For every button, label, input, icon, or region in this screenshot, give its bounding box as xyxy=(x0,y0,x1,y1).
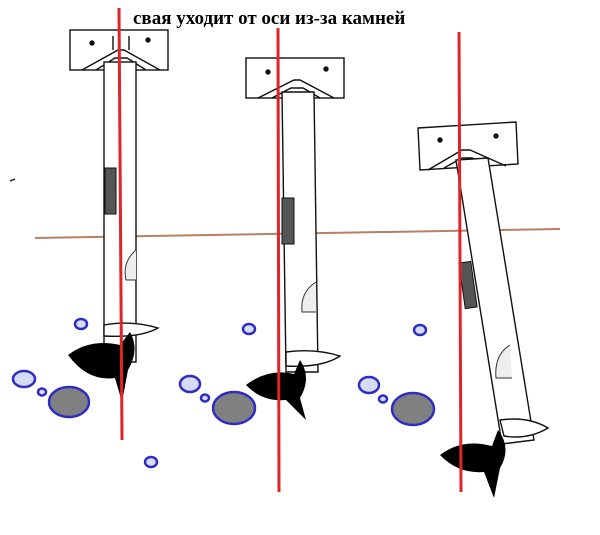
pile-2-inspection-window xyxy=(281,197,295,245)
axis-line-3 xyxy=(457,31,463,493)
bubble xyxy=(377,394,389,404)
bubble xyxy=(36,387,48,397)
stray-mark xyxy=(9,178,16,182)
bubble xyxy=(143,455,159,469)
axis-line-1 xyxy=(117,7,124,441)
stones-group-2 xyxy=(178,322,257,426)
stone xyxy=(47,385,91,419)
pile-1-screw-blade xyxy=(68,332,135,402)
pile-3-weld-seam xyxy=(495,344,512,379)
stones-group-1 xyxy=(11,317,159,469)
bubble xyxy=(199,393,211,403)
bubble xyxy=(178,374,202,394)
bubble xyxy=(11,369,37,389)
stones-group-3 xyxy=(357,323,436,427)
bubble xyxy=(241,322,257,336)
pile-2-screw-blade-upper xyxy=(285,349,342,367)
pile-3-screw-blade xyxy=(440,430,506,498)
pile-1-weld-seam xyxy=(124,249,137,281)
pile-3-screw-blade-upper xyxy=(499,418,550,438)
pile-2-weld-seam xyxy=(301,281,317,313)
pile-3-inspection-window xyxy=(458,260,478,310)
pile-1 xyxy=(68,29,169,402)
bubble xyxy=(357,375,381,395)
pile-2-screw-blade xyxy=(246,360,306,420)
pile-3 xyxy=(417,121,550,498)
axis-line-2 xyxy=(276,27,281,493)
pile-1-inspection-window xyxy=(104,167,117,215)
stone xyxy=(390,391,436,427)
stone xyxy=(211,390,257,426)
bubble xyxy=(73,317,89,331)
diagram-caption: свая уходит от оси из-за камней xyxy=(133,8,405,29)
pile-3-shaft xyxy=(455,157,535,445)
bubble xyxy=(412,323,428,337)
pile-2 xyxy=(245,57,345,420)
